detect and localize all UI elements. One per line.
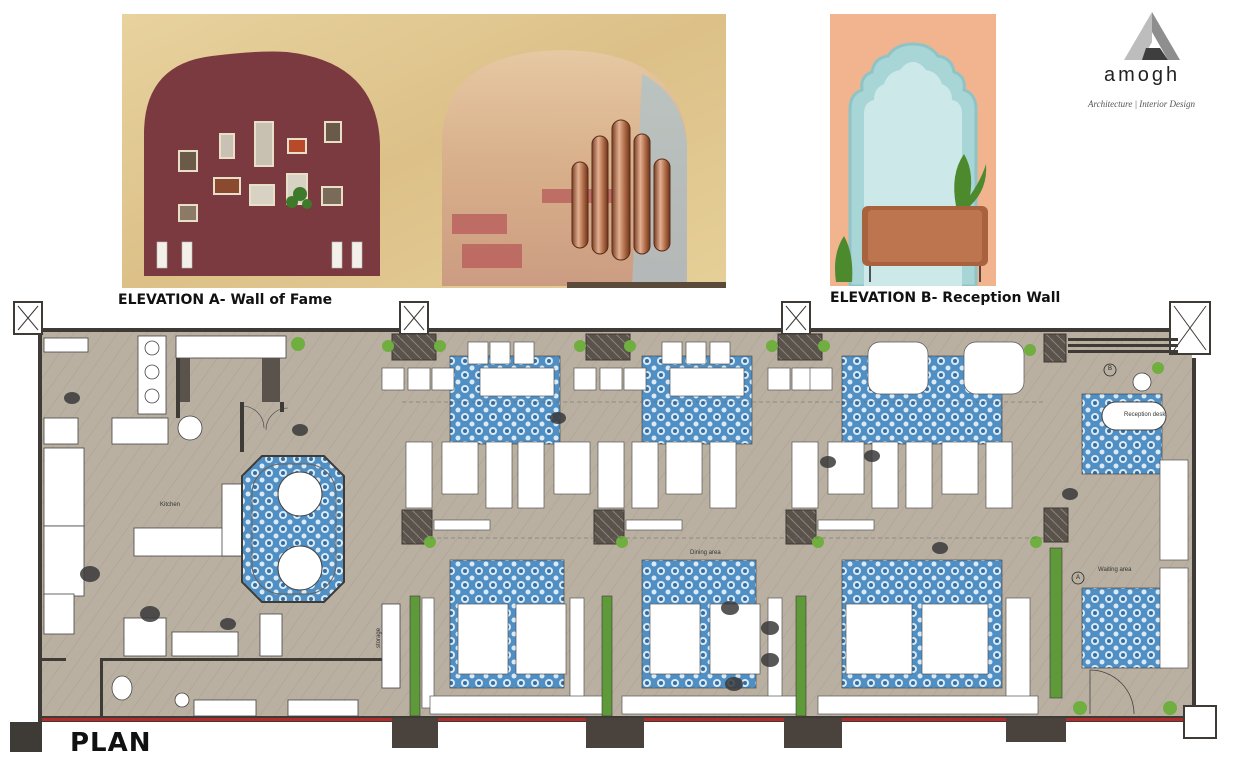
dining-area-label: Dining area (690, 550, 721, 556)
pedestal-lamps (156, 241, 363, 269)
brand-tagline: Architecture | Interior Design (1088, 99, 1196, 109)
waiting-area-label: Waiting area (1098, 567, 1132, 573)
kitchen-label: Kitchen (160, 502, 181, 508)
brand-name: amogh (1104, 64, 1181, 86)
planters (409, 547, 1063, 717)
reception-desk (1101, 372, 1167, 431)
brand-logo-icon (1124, 12, 1180, 60)
dining-tables (381, 341, 1189, 715)
elevation-a-drawing (122, 14, 726, 288)
elevation-a-label: ELEVATION A- Wall of Fame (118, 292, 333, 308)
kitchen-zone (42, 335, 401, 718)
elevation-b-label: ELEVATION B- Reception Wall (830, 290, 1061, 306)
plant-icon (835, 154, 987, 282)
entry-stair (1068, 338, 1178, 353)
plant-icon (286, 187, 312, 209)
section-markers (1071, 363, 1117, 585)
storage-label: storage (376, 627, 382, 648)
section-marker-a: A (1076, 575, 1081, 581)
plant-icon (291, 337, 1177, 715)
reception-counter (862, 206, 988, 282)
section-marker-b: B (1108, 366, 1113, 372)
entrance-door (1089, 669, 1135, 715)
plan-label: PLAN (70, 728, 152, 758)
reception-desk-label: Reception desk (1124, 412, 1166, 418)
people-figures (64, 392, 1078, 691)
elevation-b-drawing (830, 14, 996, 286)
copper-pendants (571, 119, 671, 261)
floor-plan (10, 301, 1217, 752)
